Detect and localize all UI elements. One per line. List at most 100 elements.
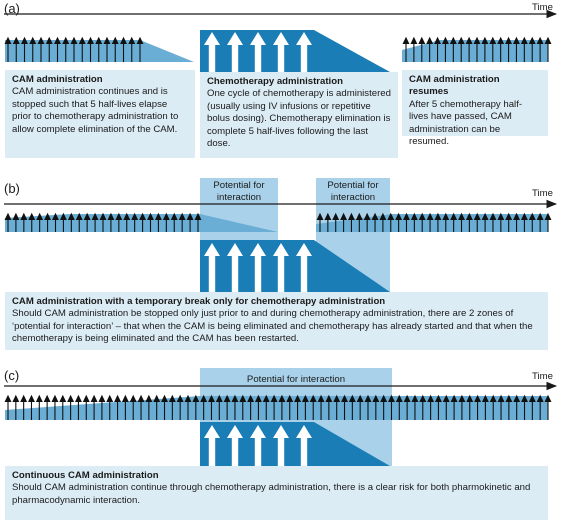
- cam-dose-arrow: [418, 36, 426, 62]
- dose-arrows-c: [4, 394, 552, 466]
- chemo-level-b: [200, 240, 390, 292]
- cam-resumes-box: CAM administration resumes After 5 chemo…: [402, 70, 548, 147]
- cam-dose-arrow: [87, 36, 94, 62]
- cam-dose-arrow: [21, 36, 28, 62]
- cam-dose-arrow: [449, 36, 457, 62]
- chemo-dose-arrow: [250, 425, 266, 466]
- cam-dose-arrow: [356, 394, 364, 420]
- cam-dose-arrow: [528, 212, 536, 232]
- time-label-b: Time: [532, 188, 553, 199]
- cam-dose-arrow: [36, 212, 44, 232]
- cam-dose-arrow: [536, 394, 544, 420]
- cam-dose-arrow: [294, 394, 302, 420]
- panel-c-label: (c): [4, 368, 20, 383]
- cam-dose-arrow: [83, 212, 91, 232]
- cam-dose-arrow: [355, 212, 363, 232]
- cam-dose-arrow: [78, 36, 86, 62]
- chemo-dose-arrow: [227, 32, 243, 72]
- cam-dose-arrow: [418, 212, 426, 232]
- cam-dose-arrow: [372, 394, 380, 420]
- cam-administration-body: CAM administration continues and is stop…: [12, 86, 179, 135]
- cam-dose-arrow: [99, 212, 107, 232]
- cam-dose-arrow: [262, 394, 270, 420]
- cam-dose-arrow: [239, 394, 247, 420]
- cam-dose-arrow: [200, 394, 208, 420]
- cam-dose-arrow: [419, 394, 427, 420]
- cam-dose-arrow: [247, 394, 255, 420]
- cam-dose-arrow: [111, 36, 119, 62]
- cam-dose-arrow: [59, 212, 67, 232]
- cam-dose-arrow: [497, 212, 505, 232]
- cam-dose-arrow: [512, 36, 520, 62]
- cam-dose-arrow: [139, 212, 147, 232]
- cam-dose-arrow: [411, 394, 419, 420]
- cam-dose-arrow: [340, 212, 348, 232]
- chemotherapy-administration-body: One cycle of chemotherapy is administere…: [207, 88, 391, 150]
- cam-dose-arrow: [434, 394, 442, 420]
- cam-dose-arrow: [426, 212, 434, 232]
- chemo-level-c: [200, 422, 390, 466]
- cam-dose-arrow: [325, 394, 333, 420]
- cam-resumes-body: After 5 chemotherapy half-lives have pas…: [409, 98, 523, 148]
- cam-dose-arrow: [403, 394, 411, 420]
- panel-a-label: (a): [4, 1, 20, 16]
- cam-dose-arrow: [154, 212, 162, 232]
- interaction-label-c: Potential for interaction: [246, 374, 346, 385]
- cam-dose-arrow: [387, 212, 395, 232]
- cam-dose-arrow: [458, 394, 466, 420]
- cam-dose-arrow: [286, 394, 294, 420]
- cam-dose-arrow: [388, 394, 395, 420]
- cam-dose-arrow: [129, 394, 137, 420]
- chemo-dose-arrow: [227, 425, 243, 466]
- temporary-break-title: CAM administration with a temporary brea…: [12, 296, 386, 307]
- cam-dose-arrow: [465, 36, 473, 62]
- chemo-dose-arrow: [204, 243, 220, 292]
- cam-dose-arrow: [128, 36, 136, 62]
- cam-dose-arrow: [153, 394, 161, 420]
- cam-dose-arrow: [317, 394, 325, 420]
- cam-dose-arrow: [402, 36, 410, 62]
- panel-b: [4, 178, 558, 293]
- cam-level-a-left: [5, 40, 194, 62]
- cam-dose-arrow: [20, 394, 28, 420]
- cam-dose-arrow: [309, 394, 317, 420]
- cam-dose-arrow: [536, 212, 544, 232]
- continuous-cam-box: Continuous CAM administration Should CAM…: [5, 466, 548, 520]
- cam-dose-arrow: [489, 36, 497, 62]
- cam-dose-arrow: [316, 212, 324, 232]
- cam-dose-arrow: [497, 36, 505, 62]
- cam-dose-arrow: [528, 394, 536, 420]
- cam-dose-arrow: [457, 36, 465, 62]
- cam-dose-arrow: [347, 212, 355, 232]
- cam-dose-arrow: [4, 394, 12, 420]
- cam-administration-box: CAM administration CAM administration co…: [5, 70, 195, 158]
- cam-dose-arrow: [4, 212, 12, 232]
- cam-dose-arrow: [544, 394, 552, 420]
- cam-dose-arrow: [43, 394, 51, 420]
- cam-dose-arrow: [184, 394, 192, 420]
- cam-dose-arrow: [90, 394, 98, 420]
- cam-dose-arrow: [12, 212, 20, 232]
- cam-dose-arrow: [465, 212, 473, 232]
- cam-dose-arrow: [513, 394, 521, 420]
- cam-dose-arrow: [410, 212, 418, 232]
- cam-dose-arrow: [115, 212, 123, 232]
- cam-dose-arrow: [520, 212, 528, 232]
- cam-resumes-title: CAM administration resumes: [409, 74, 500, 98]
- continuous-cam-title: Continuous CAM administration: [12, 470, 159, 481]
- cam-dose-arrow: [45, 36, 53, 62]
- cam-dose-arrow: [136, 36, 144, 62]
- interaction-label-b-left: Potential for interaction: [213, 180, 265, 203]
- cam-dose-arrow: [178, 212, 186, 232]
- panel-a: [4, 9, 558, 72]
- cam-dose-arrow: [333, 394, 341, 420]
- cam-dose-arrow: [410, 36, 418, 62]
- cam-dose-arrow: [341, 394, 348, 420]
- cam-level-a-right: [402, 40, 548, 62]
- cam-dose-arrow: [20, 212, 28, 232]
- cam-dose-arrow: [35, 394, 43, 420]
- cam-dose-arrow: [186, 212, 194, 232]
- cam-dose-arrow: [52, 212, 59, 232]
- time-label-a: Time: [532, 2, 553, 13]
- cam-dose-arrow: [123, 212, 131, 232]
